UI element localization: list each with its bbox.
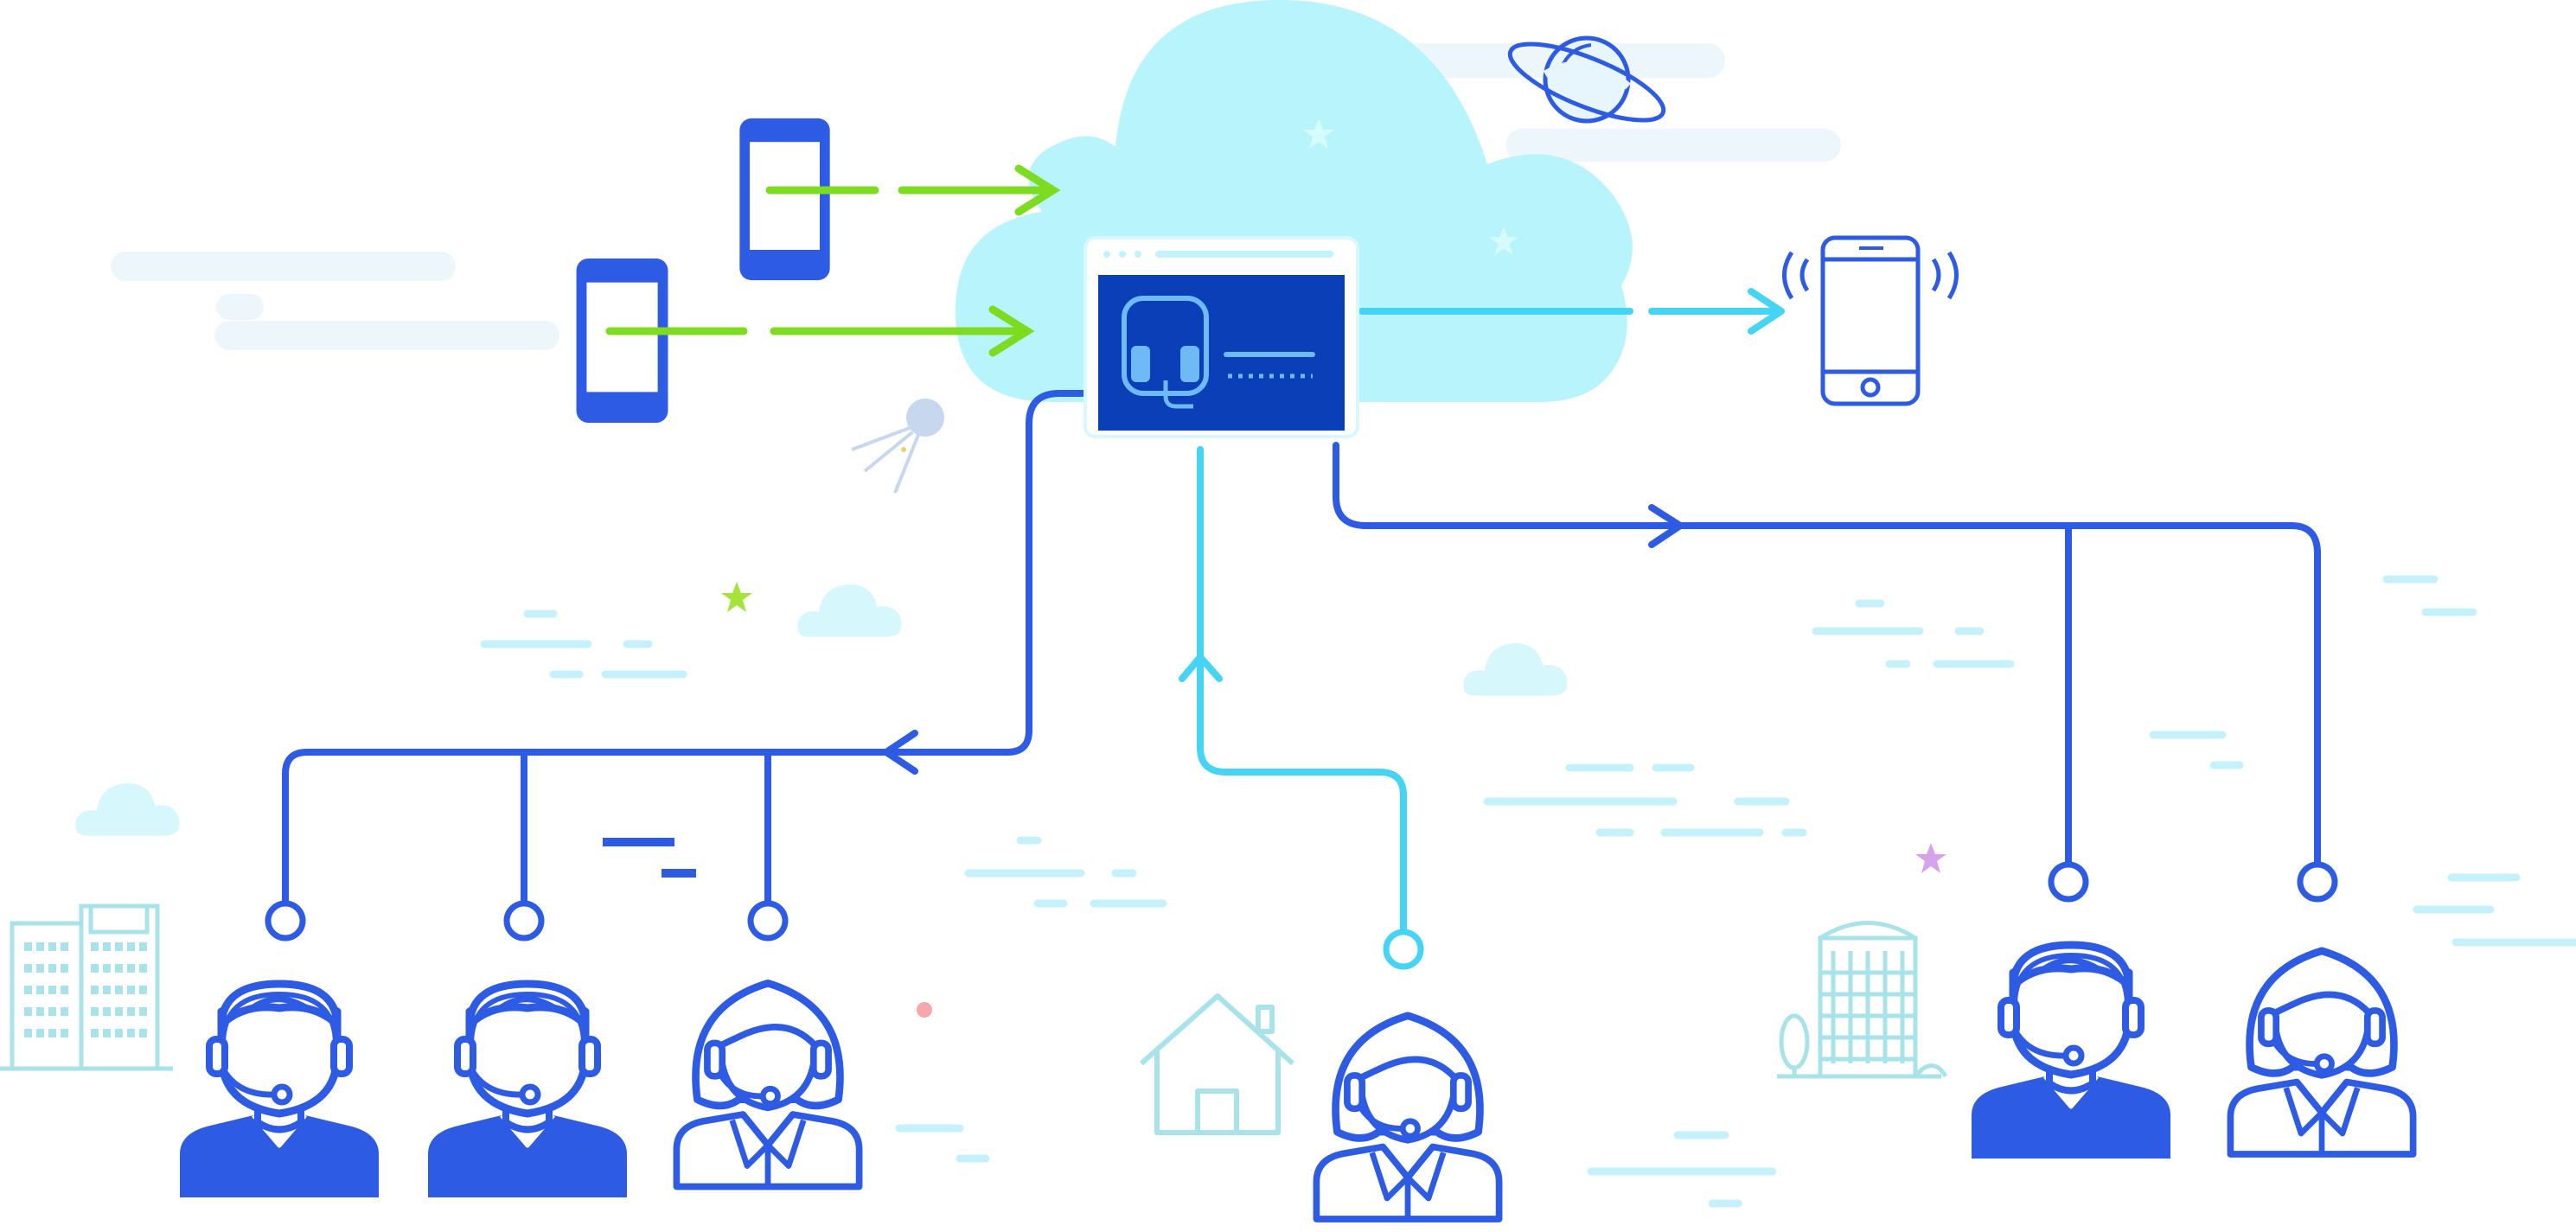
small-dashes: [603, 838, 696, 878]
star-icon: [721, 582, 752, 612]
house-icon: [1140, 993, 1295, 1135]
male-agent-icon: [1972, 945, 2170, 1159]
female-agent-icon: [1316, 1016, 1499, 1219]
sky-dashes: [480, 575, 2576, 1208]
connector-nodes: [265, 861, 2338, 970]
office-building-icon: [0, 903, 173, 1071]
star-icon: [1915, 843, 1946, 873]
mobile-phone-icon: [576, 258, 668, 424]
planet-icon: [1507, 35, 1666, 124]
satellite-icon: [851, 399, 944, 494]
dot: [917, 1002, 932, 1018]
small-cloud-icon: [75, 782, 180, 836]
connection-lines: [282, 288, 2321, 937]
mobile-phone-icon: [739, 118, 830, 281]
female-agent-icon: [676, 983, 859, 1186]
contact-center-window-icon: [1083, 236, 1359, 438]
ringing-smartphone-icon: [1782, 235, 1959, 406]
office-building-icon: [1777, 921, 1948, 1079]
male-agent-icon: [428, 984, 627, 1197]
incoming-call-arrows: [605, 164, 1061, 357]
female-agent-icon: [2230, 951, 2413, 1154]
small-cloud-icon: [1463, 642, 1568, 696]
male-agent-icon: [180, 984, 379, 1197]
small-cloud-icon: [797, 584, 902, 637]
